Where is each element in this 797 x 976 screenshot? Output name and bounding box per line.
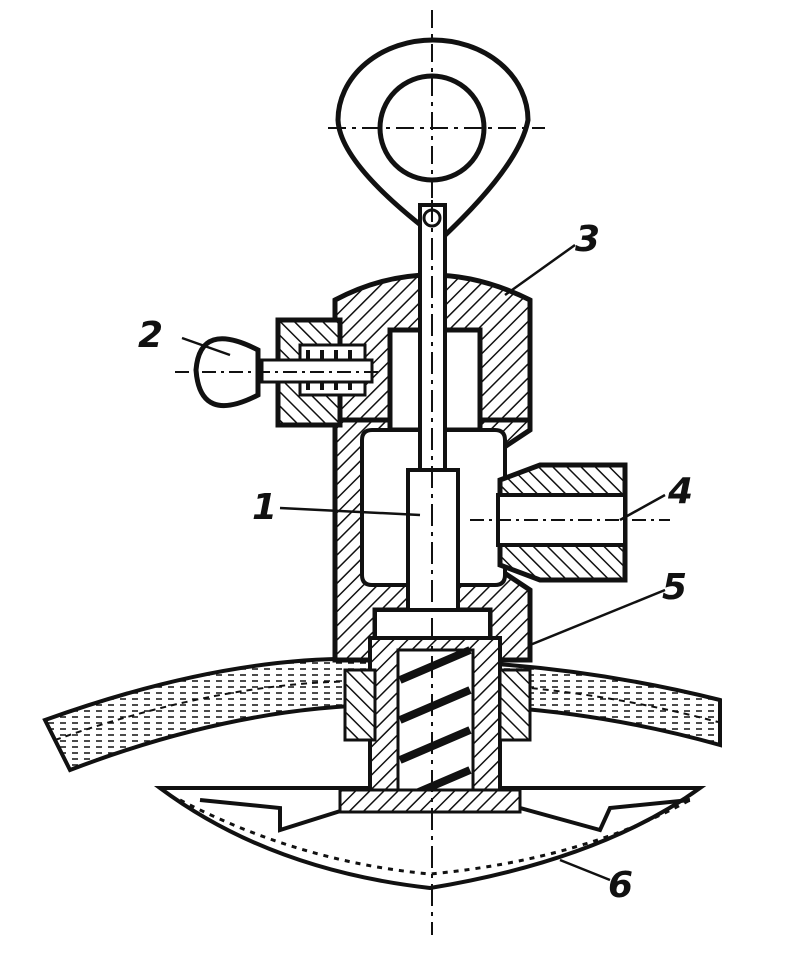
leader-lines	[181, 243, 666, 882]
callout-5: 5	[662, 567, 688, 608]
leader-6	[559, 858, 611, 882]
leader-3	[504, 243, 576, 297]
callout-3: 3	[575, 219, 601, 260]
side-knob	[175, 317, 380, 428]
callout-4: 4	[668, 471, 694, 512]
leader-1	[279, 506, 421, 517]
callout-1: 1	[252, 487, 278, 528]
leader-4	[619, 493, 666, 522]
ring-handle	[328, 10, 545, 244]
side-outlet	[470, 462, 670, 583]
lower-sleeve	[338, 608, 532, 814]
leader-2	[181, 336, 231, 357]
callout-2: 2	[138, 315, 164, 356]
lower-shell	[153, 786, 707, 891]
leader-5	[529, 588, 666, 647]
callout-6: 6	[608, 865, 634, 906]
